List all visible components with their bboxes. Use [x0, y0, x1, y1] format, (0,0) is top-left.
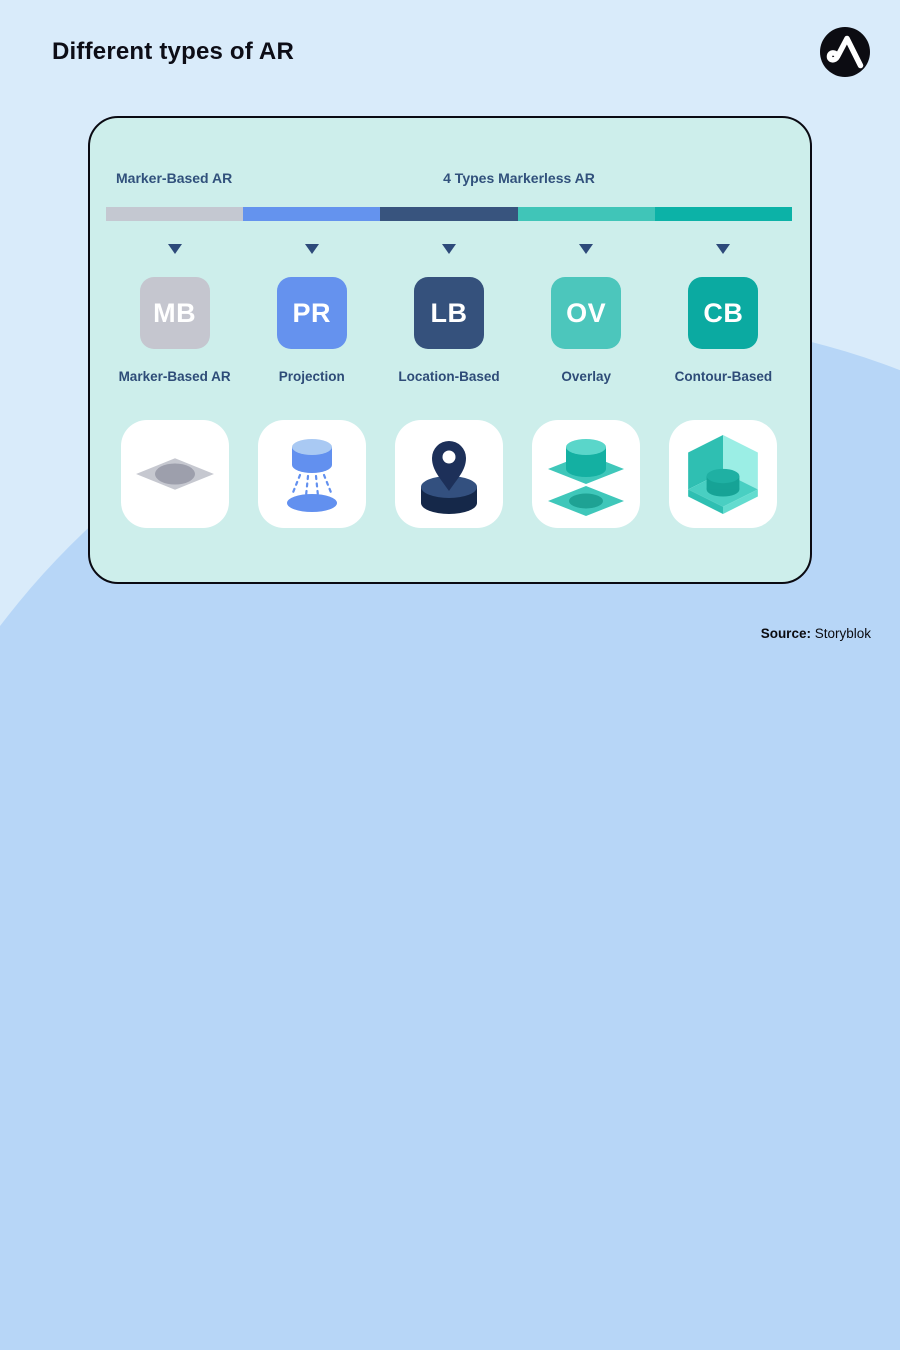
location-pin-icon — [420, 441, 477, 514]
storyblok-logo-mark — [826, 35, 864, 69]
infographic-card: Marker-Based AR 4 Types Markerless AR MB… — [88, 116, 812, 584]
arrow-down-icon — [716, 244, 731, 254]
type-label-pr: Projection — [278, 369, 345, 384]
icon-tile-lb — [394, 420, 503, 528]
icon-tile-pr — [257, 420, 366, 528]
arrow-down-icon — [167, 244, 182, 254]
icon-tile-mb — [120, 420, 229, 528]
source-credit: Source: Storyblok — [761, 626, 871, 641]
bar-segment-lb — [380, 207, 518, 221]
type-label-lb: Location-Based — [398, 369, 500, 384]
badge-row: MB PR LB OV CB — [106, 277, 792, 349]
type-badge-cb: CB — [688, 277, 759, 349]
badge-abbr: OV — [566, 297, 607, 328]
badge-abbr: CB — [703, 297, 744, 328]
bar-segment-cb — [654, 207, 793, 221]
source-label: Source: — [760, 626, 811, 641]
storyblok-logo — [820, 27, 870, 77]
type-badge-pr: PR — [276, 277, 347, 349]
type-label-ov: Overlay — [561, 369, 611, 384]
badge-abbr: MB — [153, 297, 197, 328]
markerless-group-label: 4 Types Markerless AR — [443, 170, 595, 186]
source-value: Storyblok — [814, 626, 871, 641]
arrow-down-icon — [304, 244, 319, 254]
bar-segment-ov — [517, 207, 655, 221]
bar-segment-pr — [243, 207, 381, 221]
type-label-mb: Marker-Based AR — [118, 369, 231, 384]
icon-tile-cb — [669, 420, 778, 528]
marker-plane-icon — [135, 458, 214, 490]
icon-tile-ov — [532, 420, 641, 528]
icon-tile-row — [106, 420, 792, 528]
bar-segment-mb — [106, 207, 244, 221]
arrow-down-icon — [441, 244, 456, 254]
label-row: Marker-Based AR Projection Location-Base… — [106, 369, 792, 384]
arrow-row — [106, 244, 792, 254]
marker-based-group-label: Marker-Based AR — [116, 170, 233, 186]
overlay-layers-icon — [548, 439, 625, 516]
type-badge-ov: OV — [551, 277, 622, 349]
badge-abbr: PR — [292, 297, 332, 328]
badge-abbr: LB — [430, 297, 468, 328]
page-title: Different types of AR — [52, 38, 294, 65]
arrow-down-icon — [579, 244, 594, 254]
contour-cube-icon — [688, 435, 759, 514]
type-label-cb: Contour-Based — [674, 369, 773, 384]
timeline-bar — [106, 207, 793, 221]
type-badge-mb: MB — [139, 277, 210, 349]
type-badge-lb: LB — [413, 277, 484, 349]
projection-icon — [286, 439, 337, 512]
